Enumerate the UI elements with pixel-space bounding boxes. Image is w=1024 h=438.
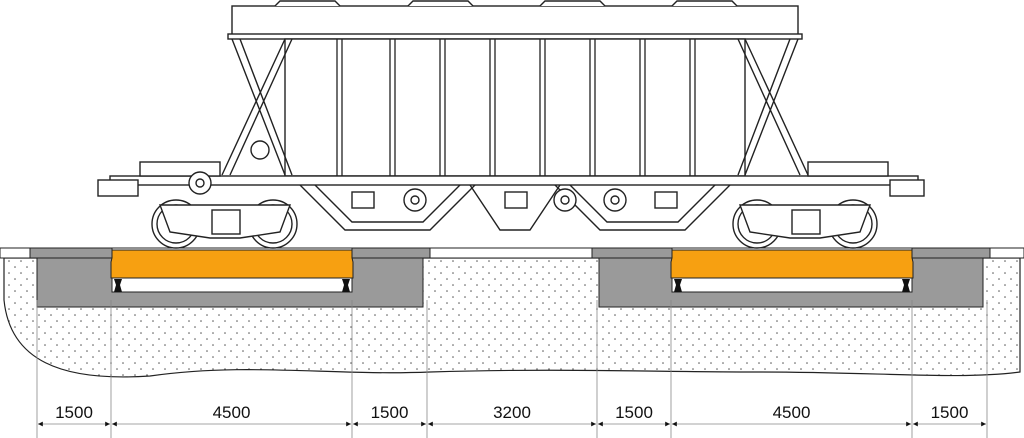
- approach-slab: [351, 247, 431, 259]
- bogie-right: [732, 199, 878, 249]
- bogie-left: [151, 199, 298, 249]
- approach-slab: [29, 247, 113, 259]
- approach-slab: [911, 247, 991, 259]
- load-cell: [114, 279, 122, 292]
- load-cell: [342, 279, 350, 292]
- dimension-label: 1500: [931, 403, 969, 422]
- foundations: [29, 247, 991, 308]
- dimension-label: 3200: [493, 403, 531, 422]
- load-cell: [674, 279, 682, 292]
- roof-hatches: [274, 0, 738, 7]
- dimension-label: 4500: [773, 403, 811, 422]
- weighing-platform: [110, 249, 354, 279]
- dimension-label: 4500: [213, 403, 251, 422]
- hopper-car: [97, 0, 925, 249]
- dimension-lines: 1500 4500 1500 3200 1500 4500 1500: [36, 300, 988, 438]
- weighing-platform: [670, 249, 914, 279]
- approach-slab: [591, 247, 673, 259]
- dimension-label: 1500: [55, 403, 93, 422]
- load-cell: [902, 279, 910, 292]
- pit-gap: [111, 277, 353, 293]
- dimension-label: 1500: [615, 403, 653, 422]
- dimension-label: 1500: [371, 403, 409, 422]
- pit-gap: [671, 277, 913, 293]
- ground-surface: [0, 247, 1024, 259]
